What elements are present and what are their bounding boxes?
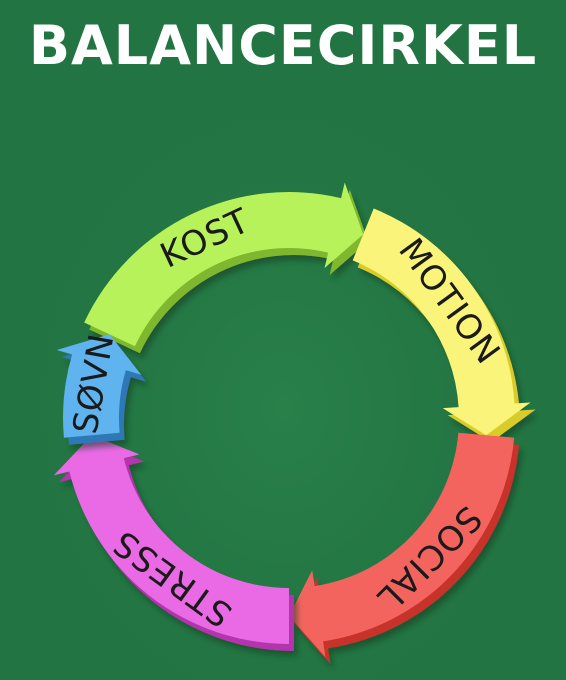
- cycle-arrow-kost: [84, 182, 369, 354]
- cycle-arrow-motion: [352, 208, 536, 443]
- arrow-face: [56, 334, 142, 438]
- cycle-arrow-stress: [53, 435, 295, 651]
- arrow-face: [352, 208, 531, 436]
- arrow-face: [53, 435, 290, 644]
- cycle-arrow-social: [289, 432, 520, 665]
- page-title: BALANCECIRKEL: [28, 14, 538, 77]
- arrow-face: [84, 182, 364, 347]
- cycle-arrow-søvn: [56, 334, 147, 445]
- arrow-face: [289, 432, 515, 658]
